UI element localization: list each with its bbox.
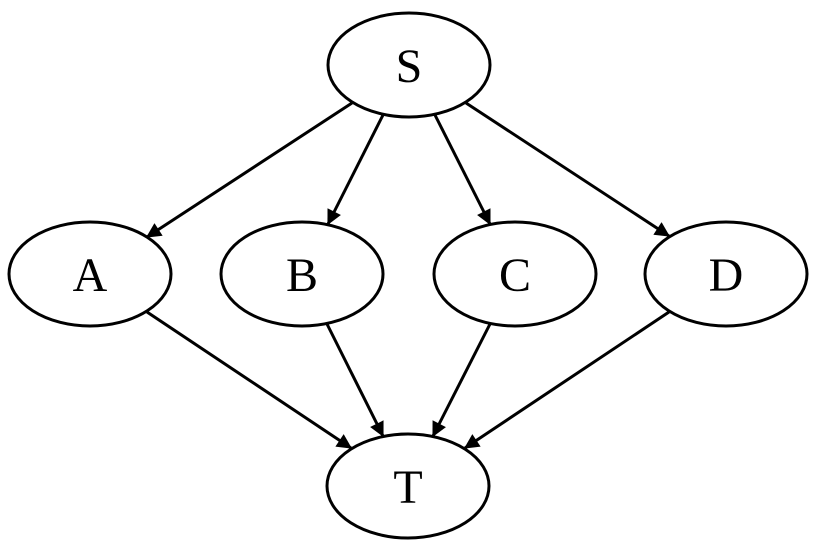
node-T: T — [325, 432, 491, 540]
node-D: D — [643, 220, 809, 328]
edge-S-A — [145, 101, 353, 239]
edge-S-D — [465, 101, 671, 238]
edge-S-C — [433, 114, 492, 226]
node-B: B — [219, 220, 385, 328]
node-C-ellipse — [432, 220, 598, 328]
edge-C-T — [431, 323, 492, 438]
node-C-label: C — [499, 249, 531, 302]
node-C: C — [432, 220, 598, 328]
node-S-ellipse — [326, 11, 492, 119]
node-T-label: T — [393, 461, 422, 514]
node-B-ellipse — [219, 220, 385, 328]
node-D-ellipse — [643, 220, 809, 328]
node-S-label: S — [396, 40, 423, 93]
node-A: A — [7, 220, 173, 328]
node-B-label: B — [286, 249, 318, 302]
edge-D-T — [464, 310, 670, 450]
node-T-ellipse — [325, 432, 491, 540]
edge-A-T — [146, 310, 352, 450]
edge-S-B — [326, 114, 385, 226]
node-A-ellipse — [7, 220, 173, 328]
node-S: S — [326, 11, 492, 119]
node-D-label: D — [709, 249, 744, 302]
edge-B-T — [325, 323, 385, 438]
node-A-label: A — [73, 249, 108, 302]
